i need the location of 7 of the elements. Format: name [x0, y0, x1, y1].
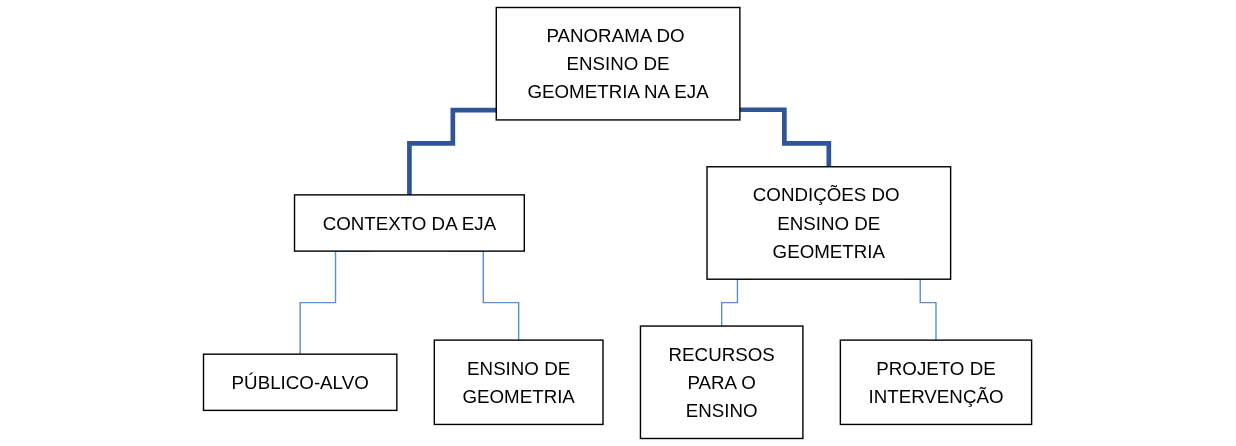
node-box: RECURSOS PARA O ENSINO — [640, 325, 805, 440]
node-box: PANORAMA DO ENSINO DE GEOMETRIA NA EJA — [496, 6, 742, 121]
node-box: PÚBLICO-ALVO — [203, 353, 398, 412]
node-box: ENSINO DE GEOMETRIA — [434, 339, 605, 426]
node-box: CONDIÇÕES DO ENSINO DE GEOMETRIA — [706, 166, 952, 280]
node-box: CONTEXTO DA EJA — [294, 194, 526, 252]
node-box: PROJETO DE INTERVENÇÃO — [840, 339, 1033, 426]
